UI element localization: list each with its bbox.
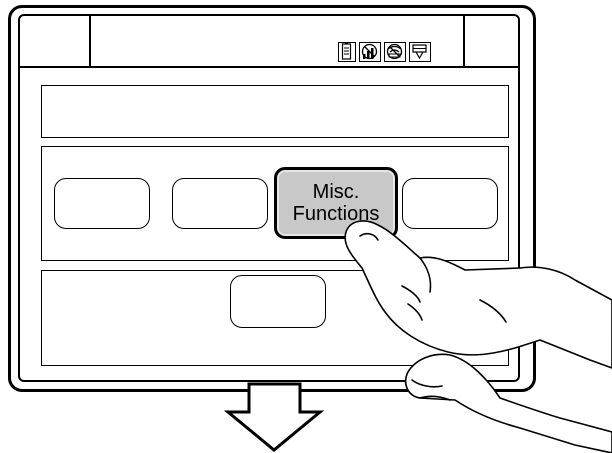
down-arrow-icon [228,384,320,450]
holding-hand-illustration [406,354,612,453]
pointing-hand-illustration [345,221,612,368]
